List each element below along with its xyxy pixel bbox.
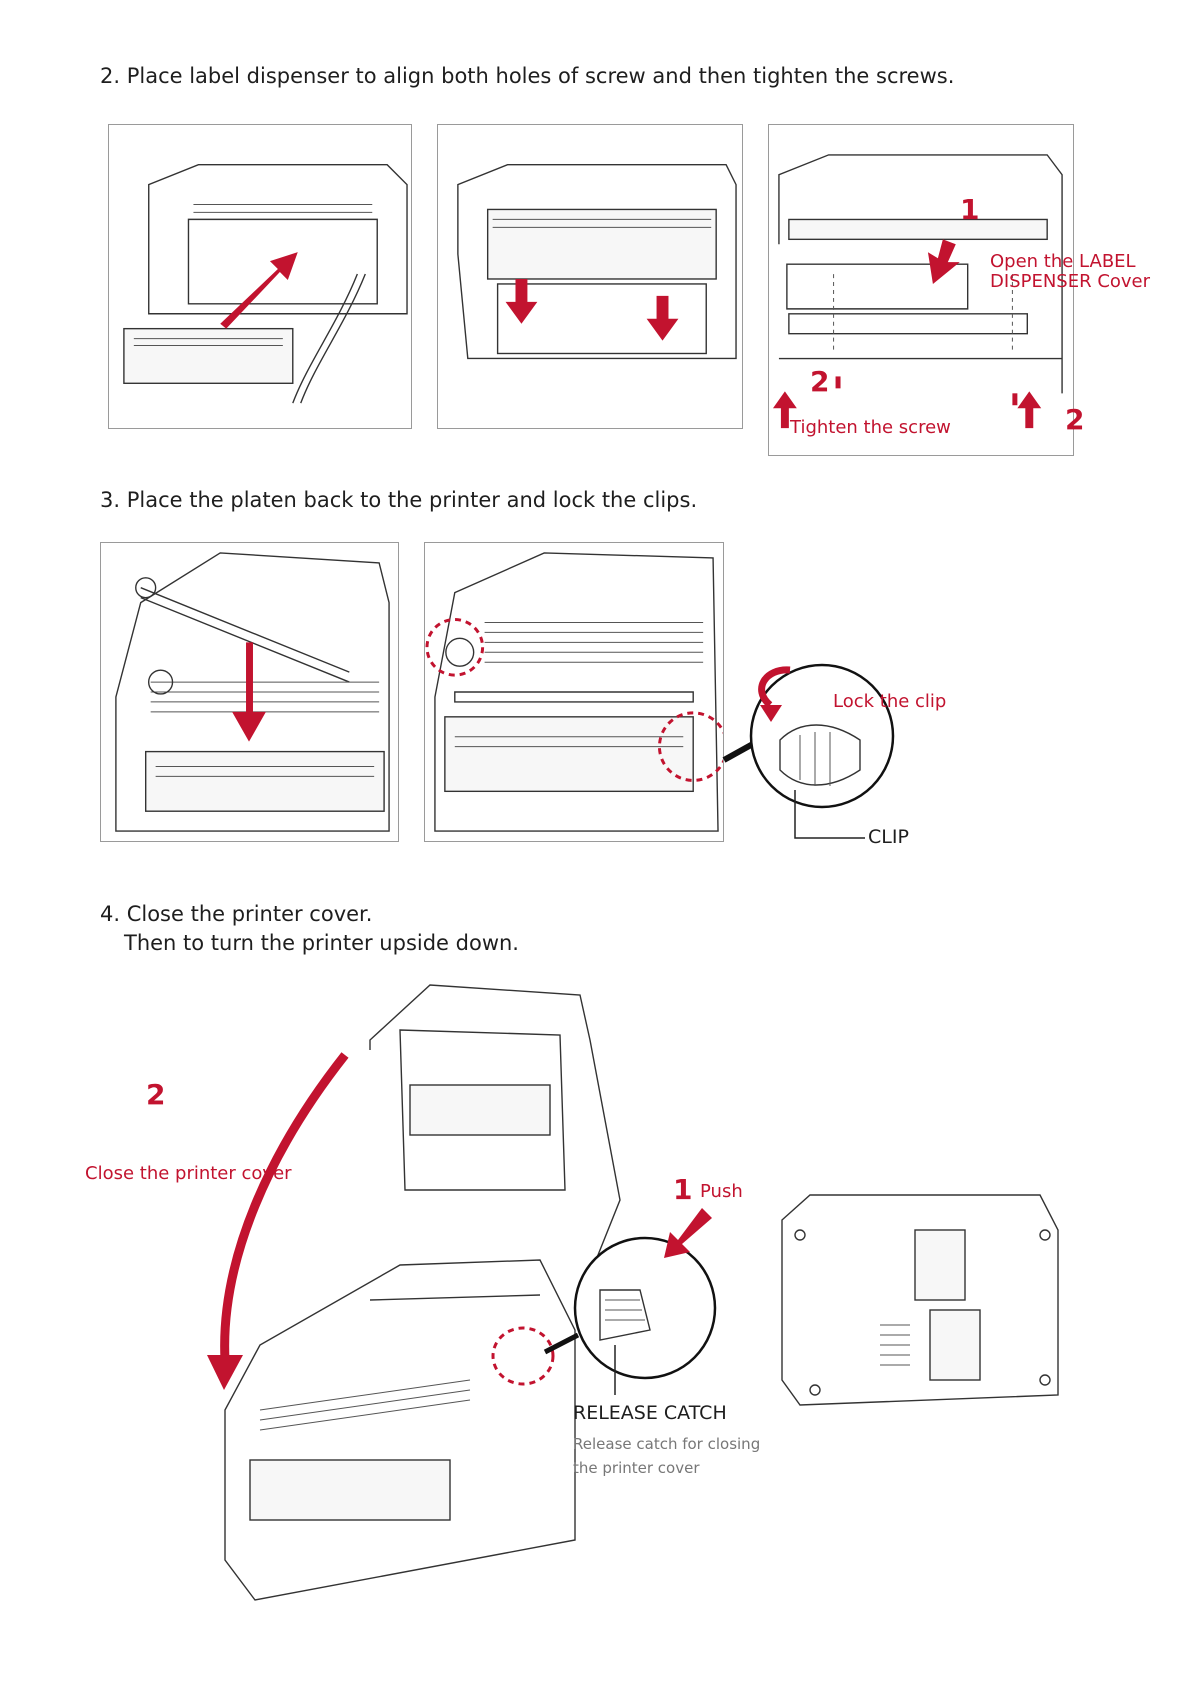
step-2-instruction: 2. Place label dispenser to align both h… (100, 64, 955, 88)
step3-image-place-platen (100, 542, 399, 842)
step2-open-cover-label: Open the LABEL DISPENSER Cover (990, 251, 1151, 292)
step-4-instruction: 4. Close the printer cover. Then to turn… (100, 900, 519, 958)
step3-image-clips (424, 542, 724, 842)
step2-number-2-left: 2 (810, 365, 830, 398)
step4-push-label: Push (700, 1181, 743, 1202)
step-3-instruction: 3. Place the platen back to the printer … (100, 488, 698, 512)
step-4-line-1: 4. Close the printer cover. (100, 902, 373, 926)
step2-image-tighten-screws (768, 124, 1074, 456)
step4-release-catch-description: Release catch for closing the printer co… (573, 1435, 761, 1477)
step2-image-align-holes (437, 124, 743, 429)
step4-number-2: 2 (146, 1078, 166, 1111)
step4-close-cover-label: Close the printer cover (85, 1163, 292, 1184)
step4-release-catch-label: RELEASE CATCH (573, 1402, 727, 1424)
step2-number-1: 1 (960, 193, 980, 226)
step2-tighten-label: Tighten the screw (790, 417, 951, 438)
step-4-line-2: Then to turn the printer upside down. (124, 931, 519, 955)
step4-number-1: 1 (673, 1173, 693, 1206)
step3-clip-label: CLIP (868, 826, 909, 848)
step3-lock-clip-label: Lock the clip (833, 691, 947, 712)
step2-image-insert-dispenser (108, 124, 412, 429)
step2-number-2-right: 2 (1065, 403, 1085, 436)
